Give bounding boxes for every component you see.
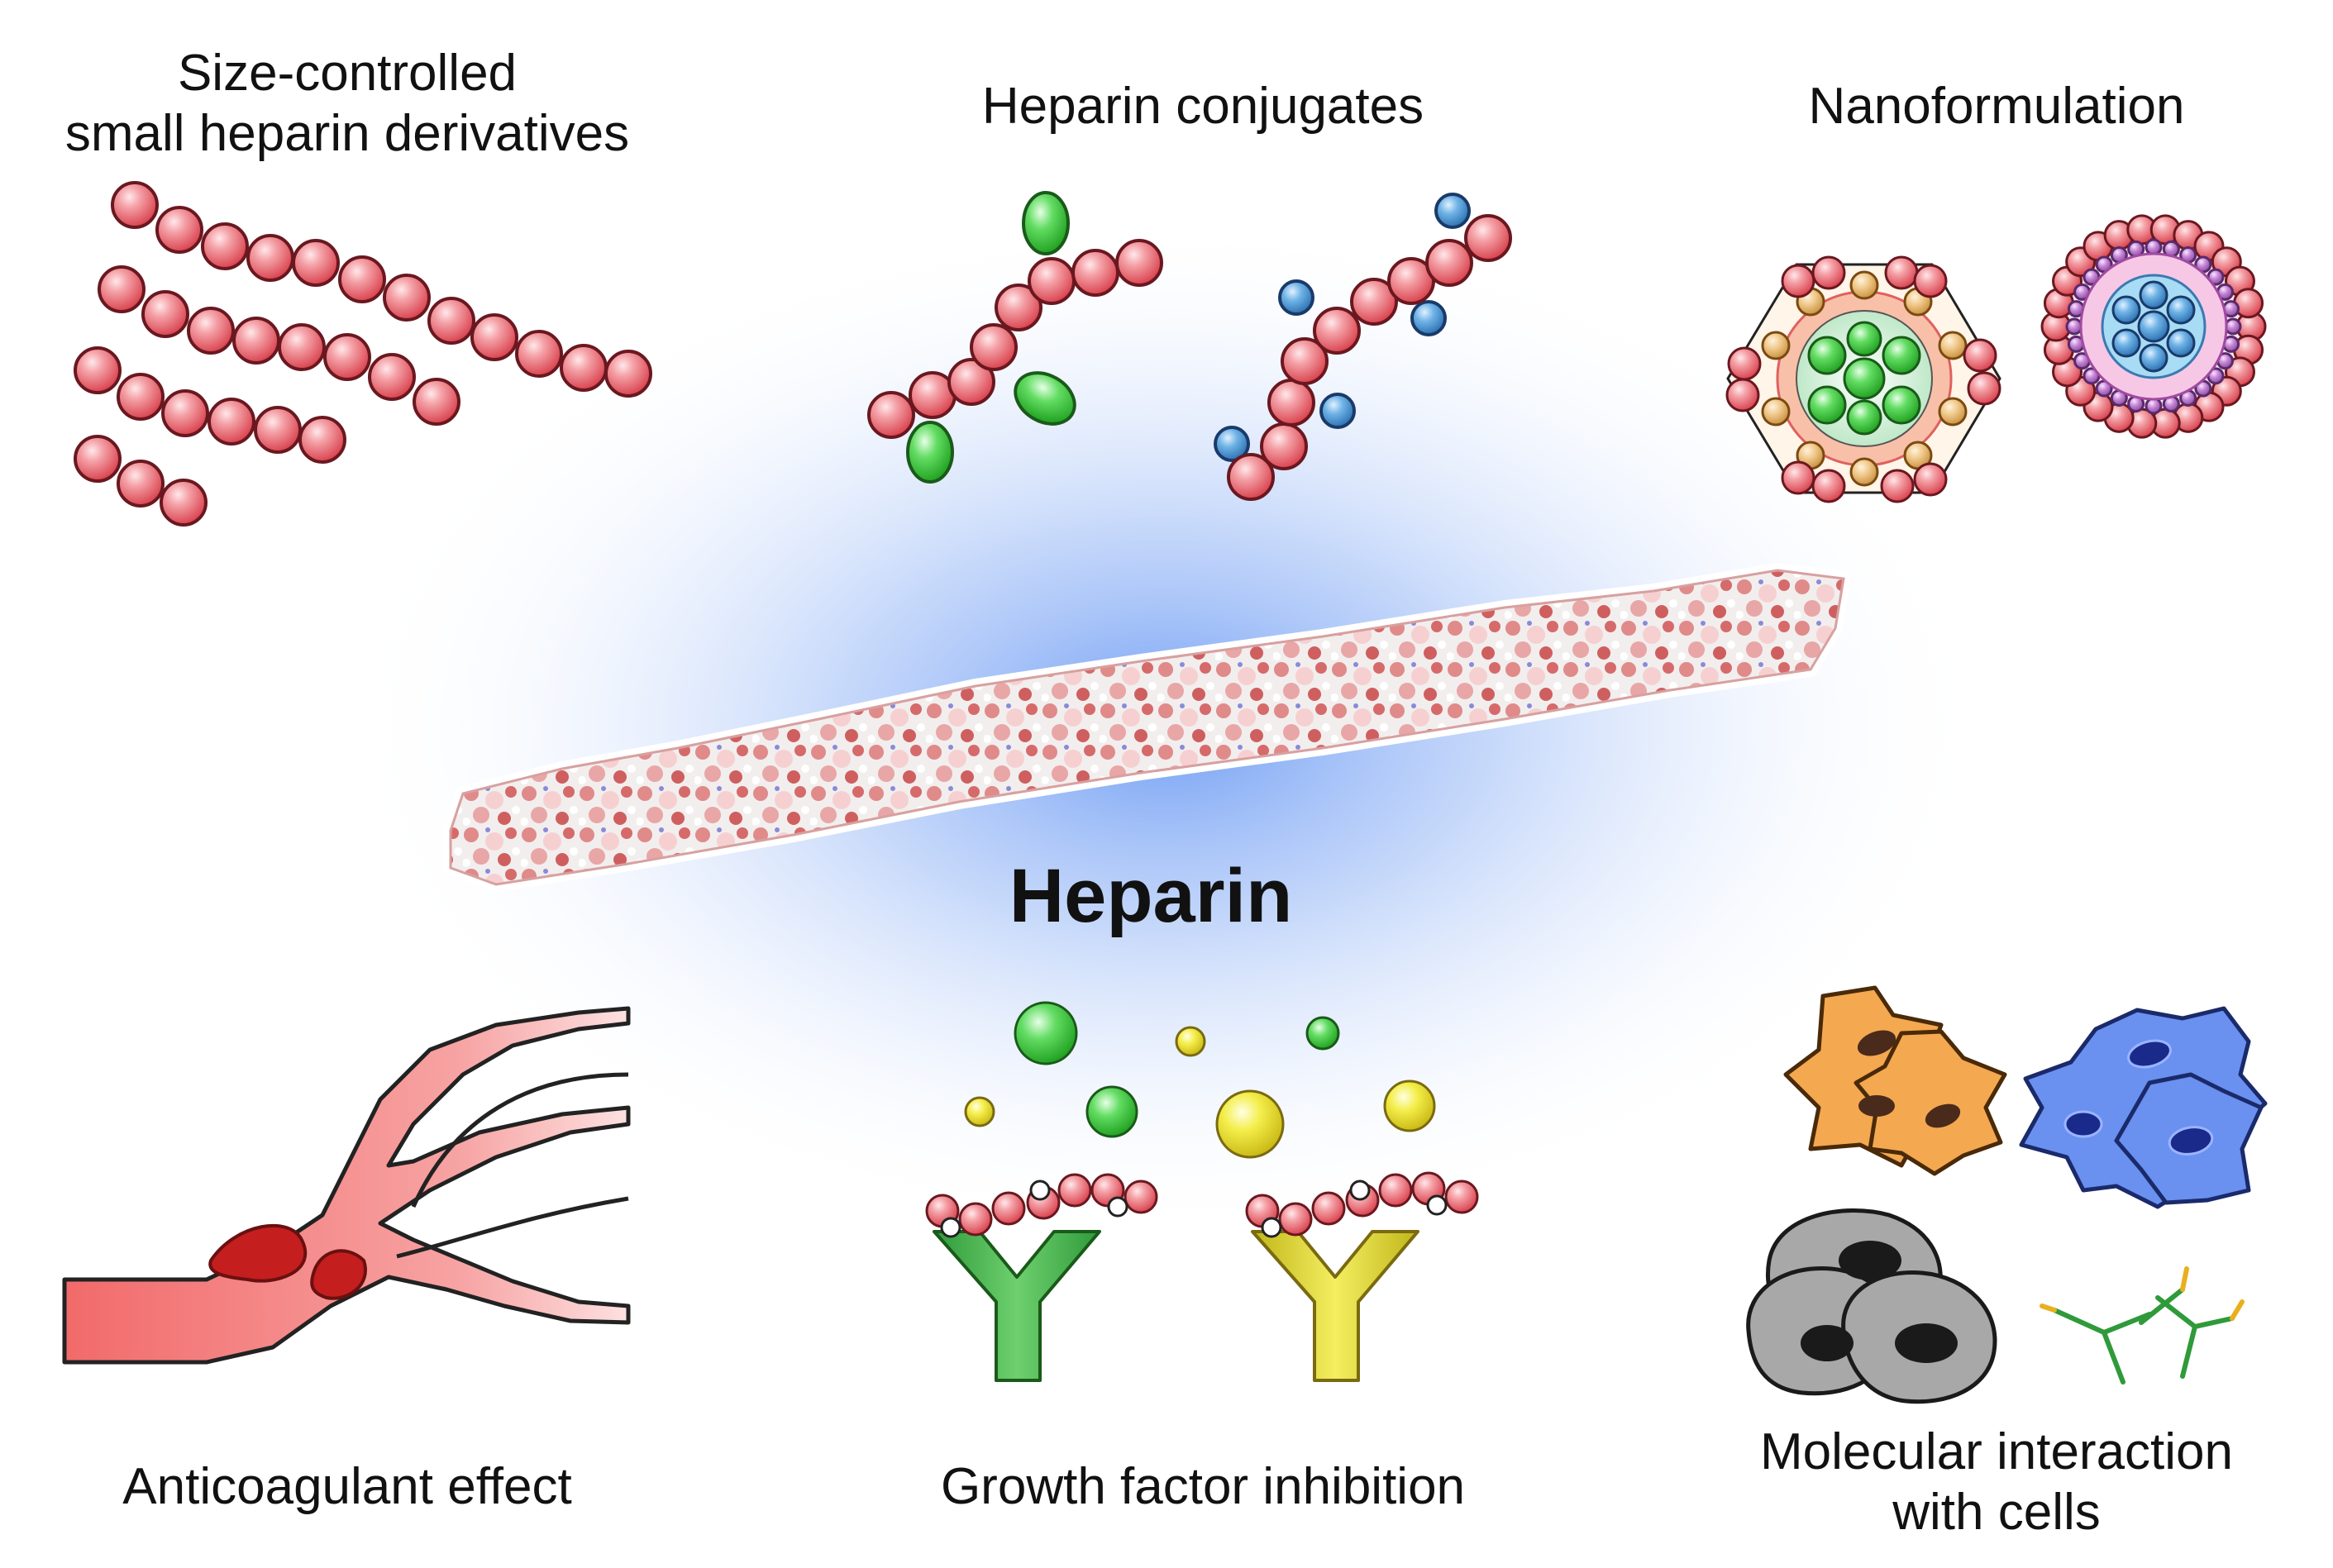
nanoparticle-green	[1725, 255, 2001, 503]
orange-cells	[1783, 985, 2007, 1176]
growth-factor-yellow-2	[964, 1096, 995, 1127]
growth-factor-illustration	[925, 1001, 1479, 1382]
clot-1	[208, 1223, 308, 1283]
growth-factor-yellow-1	[1175, 1026, 1206, 1057]
conjugate-blue	[1214, 193, 1512, 501]
orange-cell-nuclei	[1857, 1030, 1961, 1128]
nanoformulation-label: Nanoformulation	[1808, 78, 2185, 135]
growth-factor-green-2	[1305, 1016, 1340, 1051]
heparin-title: Heparin	[1009, 854, 1293, 938]
molecular-interaction-label-line-1: Molecular interaction	[1759, 1423, 2234, 1480]
cells-illustration	[1746, 985, 2268, 1404]
antibodies	[2040, 1266, 2245, 1385]
small-derivatives-label: Size-controlled small heparin derivative…	[65, 43, 629, 164]
clot-2	[310, 1249, 367, 1300]
nanoparticle-bead	[2065, 317, 2083, 336]
nanoparticle-bead	[2145, 238, 2163, 256]
heparin-molecule	[443, 562, 1853, 893]
nanoparticle-bead	[2145, 397, 2163, 415]
small-derivatives-label-line-2: small heparin derivatives	[64, 105, 630, 163]
growth-factor-label: Growth factor inhibition	[940, 1458, 1466, 1515]
receptor-yellow	[1245, 1171, 1479, 1382]
nanoparticle-blue-outer-ring	[2040, 214, 2267, 439]
derivative-chain-4	[74, 435, 208, 527]
blue-cell-nuclei	[2063, 1039, 2214, 1156]
blue-cells	[2019, 1006, 2268, 1209]
molecular-interaction-label: Molecular interaction with cells	[1760, 1422, 2233, 1542]
small-derivatives-label-line-1: Size-controlled	[177, 45, 518, 102]
molecular-interaction-label-line-2: with cells	[1892, 1484, 2101, 1542]
gray-cell-nuclei	[1801, 1241, 1958, 1363]
blood-vessel-illustration	[62, 1006, 631, 1365]
nanoparticle-bead	[2224, 317, 2242, 336]
conjugate-green	[867, 191, 1163, 484]
conjugates-label: Heparin conjugates	[981, 78, 1424, 135]
growth-factor-yellow-3	[1215, 1089, 1285, 1159]
nanoparticle-blue	[2040, 214, 2267, 439]
growth-factor-yellow-4	[1383, 1079, 1436, 1132]
growth-factor-green-1	[1014, 1001, 1078, 1065]
receptor-green	[925, 1173, 1158, 1382]
growth-factor-green-3	[1085, 1085, 1138, 1138]
anticoagulant-label: Anticoagulant effect	[122, 1458, 572, 1515]
gray-cells	[1746, 1208, 1997, 1404]
